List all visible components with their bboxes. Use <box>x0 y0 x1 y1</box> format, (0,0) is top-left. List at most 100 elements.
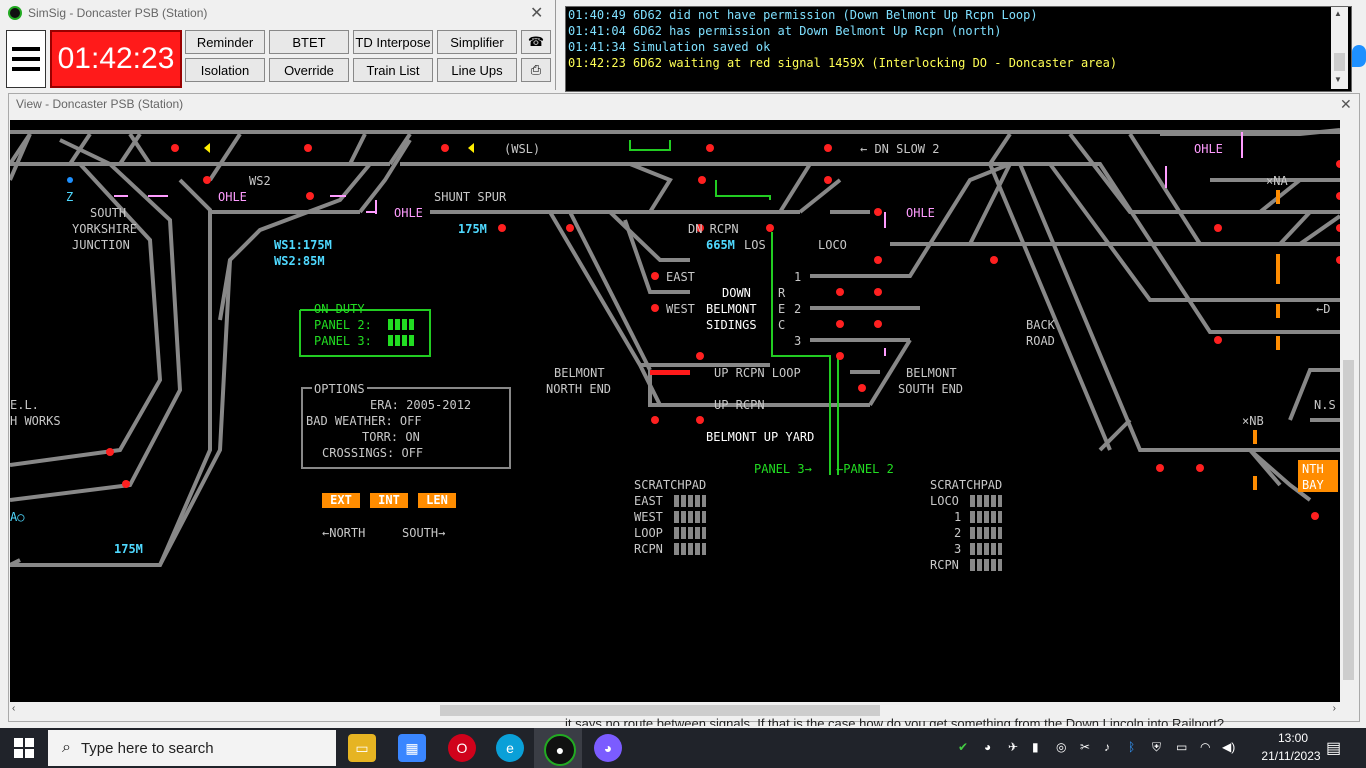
label-los: LOS <box>744 238 766 252</box>
scratchpad-right-cells[interactable] <box>970 495 1002 571</box>
message-line: 01:41:34 Simulation saved ok <box>568 40 771 54</box>
tray-plane-icon[interactable]: ✈ <box>1008 740 1019 754</box>
view-close-icon[interactable]: ✕ <box>1340 96 1352 112</box>
telephone-icon[interactable]: ☎ <box>521 30 551 54</box>
train-list-button[interactable]: Train List <box>353 58 433 82</box>
simplifier-button[interactable]: Simplifier <box>437 30 517 54</box>
label-road: ROAD <box>1026 334 1055 348</box>
tray-wifi-icon[interactable]: ◠ <box>1200 740 1211 754</box>
on-duty-panel-3: PANEL 3: <box>314 334 372 348</box>
south-link[interactable]: SOUTH→ <box>402 526 446 540</box>
windows-start-icon[interactable] <box>14 738 34 758</box>
scroll-left-icon[interactable]: ‹ <box>12 703 16 714</box>
label-south: SOUTH <box>90 206 127 220</box>
label-el: E.L. <box>10 398 39 412</box>
opera-icon[interactable]: O <box>448 734 476 762</box>
label-ws2: WS2 <box>249 174 271 188</box>
label-rec-e: E <box>778 302 786 316</box>
td-interpose-button[interactable]: TD Interpose <box>353 30 433 54</box>
scroll-right-icon[interactable]: › <box>1332 703 1336 714</box>
north-link[interactable]: ←NORTH <box>322 526 366 540</box>
message-line: 01:40:49 6D62 did not have permission (D… <box>568 8 1038 22</box>
hamburger-menu-button[interactable] <box>6 30 46 88</box>
tray-discord-icon[interactable]: ◕ <box>984 740 992 754</box>
simsig-taskbar-icon[interactable]: ● <box>544 734 576 766</box>
override-button[interactable]: Override <box>269 58 349 82</box>
distance-ws1: WS1:175M <box>274 238 332 252</box>
label-dn-rcpn: DN RCPN <box>688 222 739 236</box>
horizontal-scroll-thumb[interactable] <box>440 705 880 716</box>
label-north-end: NORTH END <box>546 382 612 396</box>
message-line: 01:41:04 6D62 has permission at Down Bel… <box>568 24 1002 38</box>
store-icon[interactable]: ▦ <box>398 734 426 762</box>
isolation-button[interactable]: Isolation <box>185 58 265 82</box>
label-belmont-up-yard: BELMONT UP YARD <box>706 430 815 444</box>
taskbar-time[interactable]: 13:00 <box>1277 731 1309 745</box>
tray-audio-icon[interactable]: ♪ <box>1104 740 1110 754</box>
option-era[interactable]: ERA: 2005-2012 <box>370 398 472 412</box>
reminder-button[interactable]: Reminder <box>185 30 265 54</box>
label-loco: LOCO <box>818 238 847 252</box>
ohle-label: OHLE <box>218 190 247 204</box>
message-log-scrollbar[interactable]: ▲ ▼ <box>1331 7 1348 89</box>
scratchpad-left-title: SCRATCHPAD <box>634 478 707 492</box>
label-road-3: 3 <box>794 334 802 348</box>
vertical-scroll-thumb[interactable] <box>1343 360 1354 680</box>
sim-clock[interactable]: 01:42:23 <box>50 30 182 88</box>
tray-steam-icon[interactable]: ◎ <box>1056 740 1067 754</box>
label-ao: A○ <box>10 510 25 524</box>
label-z: Z <box>66 190 74 204</box>
label-south-end: SOUTH END <box>898 382 964 396</box>
simsig-app-icon <box>8 6 22 20</box>
scratchpad-right-title: SCRATCHPAD <box>930 478 1003 492</box>
scratchpad-row: RCPN <box>930 558 959 572</box>
signalling-panel[interactable]: SOUTH YORKSHIRE JUNCTION WS2 (WSL) ← DN … <box>10 120 1340 702</box>
taskbar-search-input[interactable]: ⌕ Type here to search <box>48 730 336 766</box>
label-shunt-spur: SHUNT SPUR <box>434 190 507 204</box>
len-button[interactable]: LEN <box>418 493 456 508</box>
taskbar-date[interactable]: 21/11/2023 <box>1261 749 1321 763</box>
search-icon: ⌕ <box>62 739 71 756</box>
message-line: 01:42:23 6D62 waiting at red signal 1459… <box>568 56 1118 70</box>
label-rec-r: R <box>778 286 786 300</box>
option-bad-weather[interactable]: BAD WEATHER: OFF <box>306 414 422 428</box>
scratchpad-left-cells[interactable] <box>674 495 706 555</box>
ext-button[interactable]: EXT <box>322 493 360 508</box>
label-back: BACK <box>1026 318 1055 332</box>
notifications-icon[interactable]: ▤ <box>1326 740 1342 757</box>
label-yorkshire: YORKSHIRE <box>72 222 138 236</box>
line-ups-button[interactable]: Line Ups <box>437 58 517 82</box>
label-rec-c: C <box>778 318 786 332</box>
option-torr[interactable]: TORR: ON <box>362 430 420 444</box>
background-page-text: it says no route between signals. If tha… <box>565 716 1225 726</box>
label-east: EAST <box>666 270 695 284</box>
panel-3-indicator <box>388 335 416 346</box>
btet-button[interactable]: BTET <box>269 30 349 54</box>
label-bay: BAY <box>1302 478 1324 492</box>
tray-volume-icon[interactable]: ◀) <box>1222 740 1236 754</box>
label-ns: N.S <box>1314 398 1336 412</box>
tray-battery-icon[interactable]: ▭ <box>1176 740 1188 754</box>
tray-shield-icon[interactable]: ✔ <box>958 740 969 754</box>
tray-bluetooth-icon[interactable]: ᛒ <box>1128 740 1136 754</box>
tray-security-icon[interactable]: ⛨ <box>1152 740 1162 754</box>
file-explorer-icon[interactable]: ▭ <box>348 734 376 762</box>
edge-icon[interactable]: e <box>496 734 524 762</box>
tray-tool-icon[interactable]: ✂ <box>1080 740 1091 754</box>
close-icon[interactable]: ✕ <box>530 5 544 22</box>
label-wsl: (WSL) <box>504 142 541 156</box>
view-window-title: View - Doncaster PSB (Station) <box>16 97 184 111</box>
printer-icon[interactable]: ⎙ <box>521 58 551 82</box>
scratchpad-row: 1 <box>954 510 962 524</box>
label-road-2: 2 <box>794 302 802 316</box>
label-road-1: 1 <box>794 270 802 284</box>
tray-chart-icon[interactable]: ▮ <box>1032 740 1039 754</box>
ohle-label: OHLE <box>1194 142 1223 156</box>
scratchpad-row: RCPN <box>634 542 663 556</box>
distance-dn-rcpn: 665M <box>706 238 735 252</box>
panel-2-indicator <box>388 319 416 330</box>
int-button[interactable]: INT <box>370 493 408 508</box>
message-log[interactable]: 01:40:49 6D62 did not have permission (D… <box>565 6 1352 92</box>
option-crossings[interactable]: CROSSINGS: OFF <box>322 446 424 460</box>
discord-icon[interactable]: ◕ <box>594 734 622 762</box>
